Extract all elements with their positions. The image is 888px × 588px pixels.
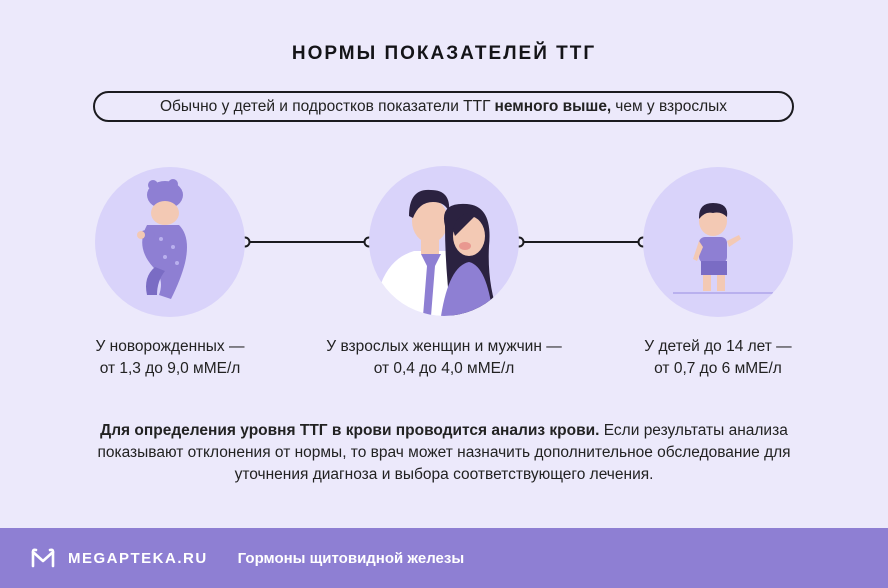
caption-child-line2: от 0,7 до 6 мМЕ/л xyxy=(654,360,782,377)
newborn-icon xyxy=(95,167,245,317)
caption-newborn-line1: У новорожденных — xyxy=(95,338,245,355)
info-paragraph: Для определения уровня ТТГ в крови прово… xyxy=(60,420,828,486)
caption-newborn: У новорожденных — от 1,3 до 9,0 мМЕ/л xyxy=(60,336,280,380)
caption-adults: У взрослых женщин и мужчин — от 0,4 до 4… xyxy=(290,336,598,380)
note-text-bold: немного выше, xyxy=(494,97,612,115)
page-title: НОРМЫ ПОКАЗАТЕЛЕЙ ТТГ xyxy=(291,43,597,64)
adults-icon xyxy=(369,166,519,316)
brand-name[interactable]: MEGAPTEKA.RU xyxy=(68,549,208,567)
footer-bar: MEGAPTEKA.RU Гормоны щитовидной железы xyxy=(0,528,888,588)
megapteka-logo-icon[interactable] xyxy=(30,547,56,569)
note-text-before: Обычно у детей и подростков показатели Т… xyxy=(159,97,491,115)
caption-child: У детей до 14 лет — от 0,7 до 6 мМЕ/л xyxy=(608,336,828,380)
note-pill: Обычно у детей и подростков показатели Т… xyxy=(93,91,794,122)
caption-adults-line1: У взрослых женщин и мужчин — xyxy=(326,338,562,355)
caption-child-line1: У детей до 14 лет — xyxy=(644,338,792,355)
footer-subtitle: Гормоны щитовидной железы xyxy=(237,549,465,567)
caption-newborn-line2: от 1,3 до 9,0 мМЕ/л xyxy=(99,360,241,377)
note-text-after: чем у взрослых xyxy=(615,97,728,115)
info-paragraph-rest: Если результаты анализа показывают откло… xyxy=(97,422,791,483)
caption-adults-line2: от 0,4 до 4,0 мМЕ/л xyxy=(373,360,515,377)
info-paragraph-bold: Для определения уровня ТТГ в крови прово… xyxy=(100,422,600,439)
child-icon xyxy=(643,167,793,317)
